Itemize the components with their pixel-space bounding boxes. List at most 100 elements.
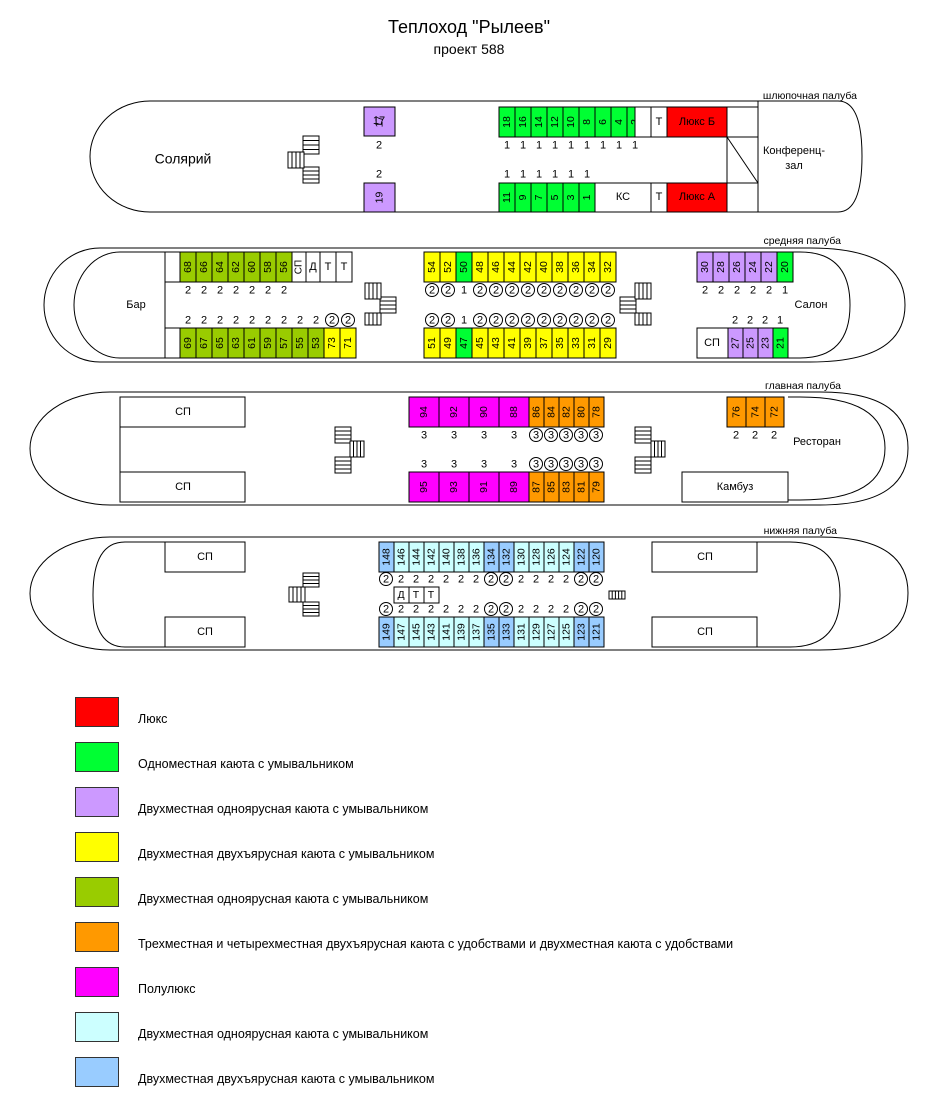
cabin-88[interactable] [498,396,530,428]
cabin-number-38: 38 [554,261,566,273]
cabin-32[interactable] [599,251,617,283]
cabin-121[interactable] [588,616,605,648]
berth-count: 3 [481,458,487,470]
cabin-120[interactable] [588,541,605,573]
berth-count: 2 [398,573,404,585]
cabin-number-74: 74 [749,406,761,418]
hull-main [29,391,909,506]
berth-count: 2 [473,573,479,585]
berth-count: 1 [632,139,638,151]
berth-circle [341,313,355,327]
cabin-number-66: 66 [198,261,210,273]
berth-count: 2 [702,284,708,296]
cabin-94[interactable] [408,396,440,428]
cabin-71[interactable] [339,327,357,359]
berth-count: 2 [557,314,563,326]
cabin-number-6: 6 [597,119,609,125]
berth-circle [484,572,498,586]
berth-count: 2 [201,284,207,296]
berth-circle [544,457,558,471]
cabin-number-95: 95 [418,481,430,493]
cabin-number-10: 10 [565,116,577,128]
berth-count: 3 [511,429,517,441]
cabin-number-44: 44 [506,261,518,273]
cabin-number-30: 30 [699,261,711,273]
berth-count: 2 [428,573,434,585]
d-label-lower: Д [397,589,404,601]
berth-circle [441,313,455,327]
legend-swatch [75,877,119,907]
cabin-lux-b[interactable] [666,106,728,138]
cabin-19[interactable] [363,182,396,213]
legend-label: Трехместная и четырехместная двухъярусна… [138,937,734,951]
sp-box-lower-3 [651,541,758,573]
berth-circle [529,457,543,471]
corridor-line [726,136,759,184]
cabin-number-43: 43 [490,337,502,349]
cabin-number-33: 33 [570,337,582,349]
berth-count: 3 [563,458,569,470]
sp-label-lower-4: СП [697,626,713,638]
berth-circle [585,313,599,327]
berth-circle [379,572,393,586]
berth-circle [589,457,603,471]
legend-label: Двухместная двухъярусная каюта с умываль… [138,847,435,861]
berth-count: 2 [503,603,509,615]
cabin-number-67: 67 [198,337,210,349]
cabin-number-133: 133 [500,623,512,641]
berth-circle [425,313,439,327]
berth-count: 2 [185,284,191,296]
cabin-number-88: 88 [508,406,520,418]
berth-circle [473,313,487,327]
berth-count: 2 [518,573,524,585]
cabin-20[interactable] [776,251,794,283]
cabin-79[interactable] [588,471,605,503]
berth-count: 2 [281,284,287,296]
berth-count: 3 [593,429,599,441]
cabin-number-17: 17 [373,116,385,128]
cabin-number-65: 65 [214,337,226,349]
legend-swatch [75,697,119,727]
cabin-number-26: 26 [731,261,743,273]
cabin-21[interactable] [772,327,789,359]
berth-count: 1 [520,168,526,180]
cabin-lux-a[interactable] [666,182,728,213]
cabin-number-45: 45 [474,337,486,349]
cabin-29[interactable] [599,327,617,359]
berth-count: 2 [750,284,756,296]
berth-count: 2 [525,314,531,326]
berth-count: 2 [573,314,579,326]
berth-count: 2 [493,314,499,326]
cabin-95[interactable] [408,471,440,503]
legend-label: Двухместная одноярусная каюта с умывальн… [138,802,429,816]
berth-count: 2 [509,284,515,296]
cabin-number-147: 147 [395,623,407,641]
berth-count: 2 [233,284,239,296]
berth-count: 3 [548,458,554,470]
berth-count: 2 [525,284,531,296]
berth-count: 1 [504,168,510,180]
berth-count: 2 [217,284,223,296]
cabin-93[interactable] [438,471,470,503]
cabin-91[interactable] [468,471,500,503]
cabin-number-93: 93 [448,481,460,493]
berth-count: 2 [493,284,499,296]
crew-room-label: КС [616,191,630,203]
conference-hall-label-2: зал [785,160,803,172]
berth-count: 2 [593,603,599,615]
cabin-number-35: 35 [554,337,566,349]
berth-count: 3 [593,458,599,470]
d-label: Д [309,261,317,273]
t-box-2 [335,251,353,283]
cabin-90[interactable] [468,396,500,428]
cabin-78[interactable] [588,396,605,428]
cabin-number-63: 63 [230,337,242,349]
cabin-number-55: 55 [294,337,306,349]
berth-count: 3 [481,429,487,441]
cabin-number-39: 39 [522,337,534,349]
cabin-72[interactable] [764,396,785,428]
cabin-17[interactable] [363,106,396,137]
berth-count: 2 [563,603,569,615]
cabin-number-59: 59 [262,337,274,349]
berth-count: 2 [383,603,389,615]
